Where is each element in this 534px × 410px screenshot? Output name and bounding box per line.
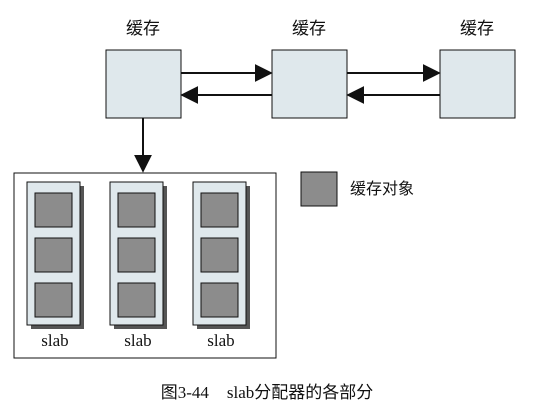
slab-label-2: slab (124, 331, 152, 350)
legend-swatch (300, 171, 338, 207)
cache-object (200, 237, 239, 273)
cache-box-2 (271, 49, 348, 119)
cache-object (117, 282, 156, 318)
cache-object (117, 237, 156, 273)
cache-object (200, 282, 239, 318)
slab-label-1: slab (41, 331, 69, 350)
cache-object (34, 192, 73, 228)
cache-links (134, 64, 441, 173)
slab-label-3: slab (207, 331, 235, 350)
figure-title: slab分配器的各部分 (226, 383, 374, 402)
cache-box-3 (439, 49, 516, 119)
cache-label-1: 缓存 (126, 19, 160, 39)
figure-number: 图3-44 (160, 383, 209, 402)
slab-3 (192, 181, 250, 329)
cache-object (34, 237, 73, 273)
cache-object (34, 282, 73, 318)
cache-boxes (105, 49, 516, 119)
cache-object (200, 192, 239, 228)
cache-object (117, 192, 156, 228)
cache-box-1 (105, 49, 182, 119)
legend-label: 缓存对象 (350, 179, 415, 198)
slab-1 (26, 181, 84, 329)
slab-2 (109, 181, 167, 329)
figure-caption: 图3-44 slab分配器的各部分 (0, 378, 534, 403)
cache-label-2: 缓存 (292, 19, 326, 39)
cache-label-3: 缓存 (460, 19, 494, 39)
